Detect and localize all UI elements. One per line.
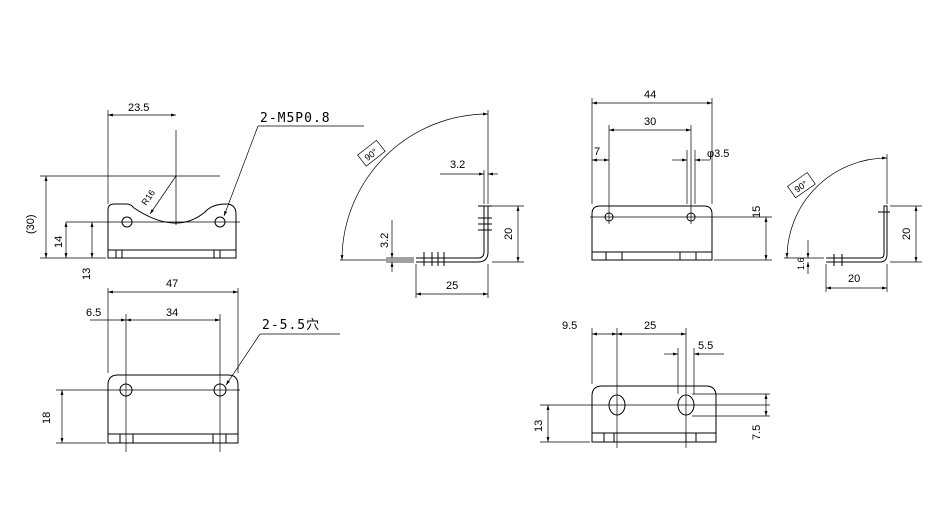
view-a-dim-23-5: 23.5 <box>128 102 149 114</box>
view-f-side: 90° 20 1.6 20 <box>784 154 922 292</box>
view-a-front: R16 23.5 2-M5P0.8 (30) 14 13 <box>25 102 364 280</box>
view-a-dim-30: (30) <box>25 214 37 234</box>
view-f-profile <box>826 205 888 263</box>
view-b-outline <box>107 374 239 444</box>
view-e-front: 9.5 25 5.5 13 7.5 <box>533 320 770 448</box>
view-b-dim-18: 18 <box>41 412 53 424</box>
view-c-dim-25: 25 <box>446 280 458 292</box>
view-b-front: 47 6.5 34 2-5.5穴 18 <box>41 278 340 452</box>
view-e-dim-9-5: 9.5 <box>562 320 577 332</box>
view-c-dim-3-2-top: 3.2 <box>450 159 465 171</box>
view-c-profile <box>416 205 489 263</box>
view-e-dim-5-5: 5.5 <box>698 340 713 352</box>
view-d-dim-7: 7 <box>594 146 600 158</box>
view-e-dim-7-5: 7.5 <box>751 425 763 440</box>
view-c-side: 90° 3.2 3.2 20 25 <box>340 110 524 298</box>
view-d-outline <box>591 205 713 261</box>
view-a-thread-note: 2-M5P0.8 <box>260 111 331 126</box>
view-d-dim-phi3-5: φ3.5 <box>707 148 729 160</box>
view-a-dim-14: 14 <box>53 236 65 248</box>
view-f-dim-1-6: 1.6 <box>796 257 806 270</box>
view-b-dim-6-5: 6.5 <box>86 307 101 319</box>
view-c-dim-20: 20 <box>503 228 515 240</box>
view-c-dim-3-2-left: 3.2 <box>379 233 391 248</box>
view-b-dim-34: 34 <box>166 307 178 319</box>
view-a-dim-13: 13 <box>81 268 93 280</box>
view-f-dim-20-horiz: 20 <box>848 273 860 285</box>
view-e-dim-25: 25 <box>644 320 656 332</box>
view-a-outline <box>107 203 237 259</box>
view-b-dim-47: 47 <box>166 278 178 290</box>
view-f-dim-20-vert: 20 <box>901 228 913 240</box>
view-a-r16-label: R16 <box>139 188 157 207</box>
view-d-dim-30: 30 <box>644 116 656 128</box>
view-b-hole-note: 2-5.5穴 <box>262 318 320 333</box>
view-d-dim-44: 44 <box>644 89 656 101</box>
view-e-outline <box>591 385 717 443</box>
view-d-dim-15: 15 <box>751 206 763 218</box>
view-e-dim-13: 13 <box>533 420 545 432</box>
view-d-front: 44 30 7 φ3.5 15 <box>590 89 772 261</box>
